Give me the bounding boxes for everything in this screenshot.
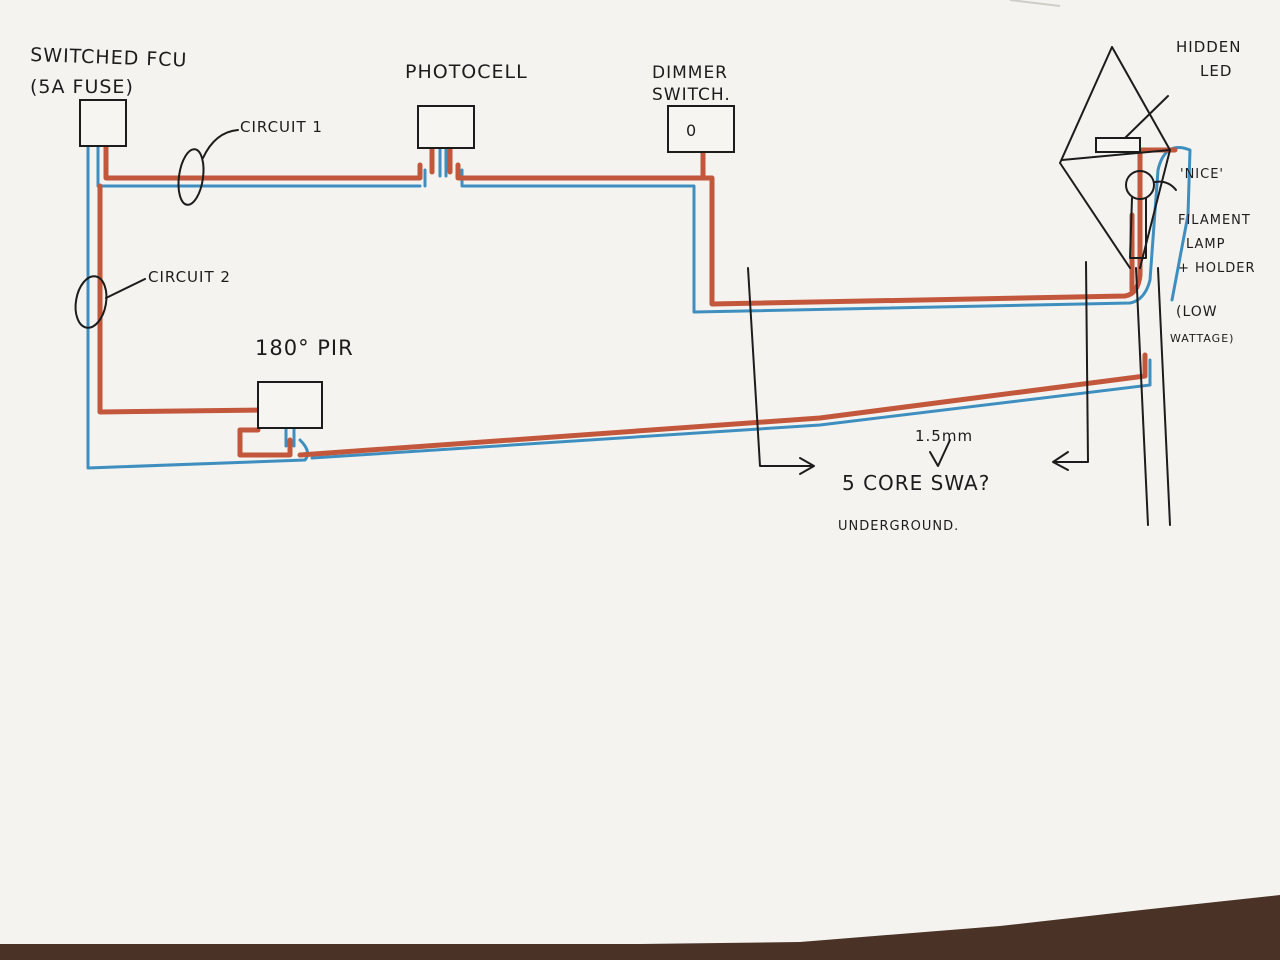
circuit-2-live-wire — [97, 183, 1148, 458]
swa-right-bracket — [1054, 261, 1089, 463]
low-wattage-label-line1: (LOW — [1176, 304, 1218, 320]
low-wattage-label-line2: WATTAGE) — [1170, 332, 1234, 345]
filament-lamp-bulb — [1125, 170, 1155, 200]
circuit-1-leader — [202, 129, 239, 159]
photocell-live-tail — [429, 145, 453, 175]
pir-box — [257, 381, 323, 429]
dimmer-switch-box — [667, 105, 735, 153]
lamp-post-right — [1157, 267, 1171, 526]
hidden-led-strip — [1095, 137, 1141, 153]
dimmer-label-line2: SWITCH. — [652, 85, 731, 105]
dimmer-knob-glyph: 0 — [686, 121, 697, 140]
filament-label-line3: + HOLDER — [1178, 261, 1256, 276]
swa-left-bracket — [747, 267, 813, 467]
fcu-label-line2: (5A FUSE) — [30, 76, 134, 98]
paper-edge-mark — [1009, 0, 1061, 7]
circuit-2-label: CIRCUIT 2 — [148, 268, 231, 286]
pir-label: 180° PIR — [255, 336, 354, 360]
circuit-1-label: CIRCUIT 1 — [240, 118, 323, 136]
swa-left-arrowhead — [799, 457, 815, 475]
circuit-1-marker — [177, 148, 205, 206]
photocell-label: PHOTOCELL — [405, 61, 528, 83]
size-caret — [929, 439, 951, 467]
circuit-2-marker — [74, 275, 108, 329]
photocell-box — [417, 105, 475, 149]
hidden-led-leader — [1124, 95, 1169, 139]
lamp-housing-band — [1061, 149, 1171, 161]
circuit-2-leader — [105, 278, 146, 299]
swa-label: 5 CORE SWA? — [842, 471, 990, 495]
filament-lamp-holder — [1129, 197, 1147, 259]
nice-label: 'NICE' — [1180, 167, 1224, 182]
lamp-post-left — [1135, 267, 1149, 526]
cable-size-label: 1.5mm — [915, 427, 973, 445]
filament-label-line2: LAMP — [1186, 237, 1226, 252]
filament-label-line1: FILAMENT — [1178, 213, 1251, 228]
switched-fcu-box — [79, 99, 127, 147]
circuit-2-wiring — [86, 143, 1152, 470]
underground-label: UNDERGROUND. — [838, 519, 959, 534]
fcu-label-line1: SWITCHED FCU — [30, 44, 188, 71]
photocell-neutral-tail — [438, 146, 448, 178]
swa-right-arrowhead — [1052, 451, 1069, 471]
hidden-led-label-line1: HIDDEN — [1176, 38, 1242, 56]
filament-leader — [1154, 180, 1177, 191]
hidden-led-label-line2: LED — [1200, 62, 1232, 80]
dimmer-label-line1: DIMMER — [652, 63, 728, 83]
